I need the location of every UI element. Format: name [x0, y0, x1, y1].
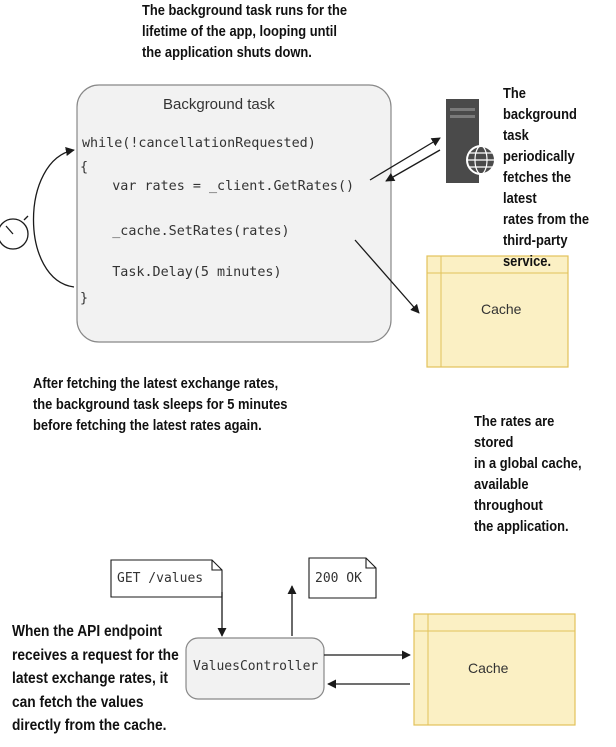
- annotation-sleep: After fetching the latest exchange rates…: [33, 375, 288, 434]
- code-line-get-rates: var rates = _client.GetRates(): [80, 179, 355, 194]
- cache-bottom-label: Cache: [468, 660, 509, 676]
- code-line-delay: Task.Delay(5 minutes): [80, 265, 282, 280]
- code-line-while: while(!cancellationRequested): [82, 136, 316, 151]
- cache-top-label: Cache: [481, 301, 522, 317]
- response-label: 200 OK: [315, 571, 362, 586]
- annotation-endpoint: When the API endpoint receives a request…: [12, 623, 179, 734]
- code-line-close-brace: }: [80, 291, 89, 306]
- request-note: [110, 559, 223, 598]
- cache-bottom-box: [413, 613, 576, 726]
- fetch-response-arrow: [385, 149, 441, 182]
- annotation-server: The background task periodically fetches…: [503, 85, 590, 270]
- background-task-box: [76, 84, 392, 343]
- response-note: [308, 557, 377, 599]
- request-label: GET /values: [117, 571, 204, 586]
- stopwatch-icon: [0, 215, 29, 250]
- loop-arrow: [32, 147, 75, 288]
- background-task-title: Background task: [163, 96, 275, 113]
- annotation-lifetime: The background task runs for the lifetim…: [142, 2, 348, 61]
- values-controller-box: [185, 637, 325, 700]
- code-line-open-brace: {: [80, 160, 89, 175]
- fetch-request-arrow: [369, 137, 441, 181]
- set-rates-arrow: [354, 239, 420, 314]
- server-globe-icon: [446, 99, 496, 183]
- values-controller-label: ValuesController: [193, 659, 319, 674]
- cache-top-box: [426, 255, 569, 368]
- annotation-cache: The rates are stored in a global cache, …: [474, 413, 582, 535]
- code-line-set-rates: _cache.SetRates(rates): [80, 224, 290, 239]
